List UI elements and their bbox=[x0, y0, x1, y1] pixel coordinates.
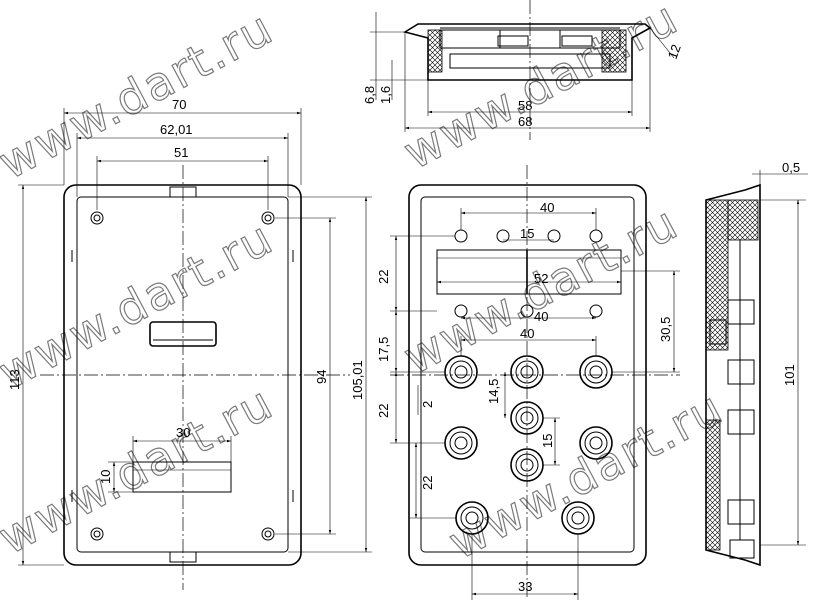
watermark-3: www.dart.ru bbox=[0, 210, 282, 400]
display-window bbox=[436, 249, 622, 295]
dim-bottom-span: 33 bbox=[518, 579, 532, 594]
bottom-slot bbox=[132, 461, 232, 493]
screw-hole-br bbox=[261, 527, 275, 541]
top-view: 58 68 6,8 1,6 12 bbox=[362, 0, 684, 140]
watermark-6: www.dart.ru bbox=[440, 380, 732, 570]
dim-top-h2: 1,6 bbox=[378, 86, 393, 104]
dim-height: 113 bbox=[7, 369, 22, 390]
dim-hole-height: 94 bbox=[314, 370, 329, 384]
key-6 bbox=[579, 426, 613, 460]
dim-inner-width: 62,01 bbox=[160, 122, 193, 137]
dim-side-thickness: 0,5 bbox=[782, 160, 800, 175]
dim-side-height: 101 bbox=[782, 364, 797, 386]
side-hatch-top bbox=[727, 199, 759, 241]
led-hole-1 bbox=[454, 229, 468, 243]
dim-slot-width: 30 bbox=[176, 425, 190, 440]
key-9 bbox=[561, 501, 595, 535]
keypad-inner-body bbox=[420, 196, 635, 553]
dim-top-w1: 58 bbox=[518, 98, 532, 113]
dim-display-width: 52 bbox=[534, 271, 548, 286]
side-hatch-lower bbox=[705, 419, 721, 551]
watermark-4: www.dart.ru bbox=[395, 195, 687, 385]
dim-v14-5: 14,5 bbox=[486, 379, 501, 404]
dim-top-h1: 6,8 bbox=[362, 86, 377, 104]
dim-key-span: 40 bbox=[520, 326, 534, 341]
dim-v22b: 22 bbox=[376, 404, 391, 418]
dim-v30-5: 30,5 bbox=[658, 317, 673, 342]
watermark-2: www.dart.ru bbox=[395, 0, 687, 180]
dim-top-w2: 68 bbox=[518, 114, 532, 129]
dim-v15: 15 bbox=[540, 434, 555, 448]
front-view: 70 62,01 51 113 105,01 94 30 10 bbox=[7, 97, 372, 590]
key-5 bbox=[444, 426, 478, 460]
keypad-view: 40 15 52 40 40 22 17,5 22 2 22 14,5 bbox=[376, 165, 680, 600]
top-view-hatch-left bbox=[427, 29, 443, 73]
side-hatch-upper bbox=[705, 199, 729, 351]
dim-small-span: 15 bbox=[520, 226, 534, 241]
dim-slot-height: 10 bbox=[98, 470, 113, 484]
dim-v17-5: 17,5 bbox=[376, 337, 391, 362]
key-3 bbox=[579, 355, 613, 389]
top-view-hatch-right bbox=[601, 29, 627, 73]
dim-v2: 2 bbox=[420, 401, 435, 408]
dim-top-span: 40 bbox=[540, 200, 554, 215]
dim-v22c: 22 bbox=[420, 476, 435, 490]
dim-inner-height: 105,01 bbox=[350, 360, 365, 400]
dim-top-d1: 12 bbox=[665, 42, 684, 61]
dim-overall-width: 70 bbox=[172, 97, 186, 112]
led-hole-3 bbox=[547, 229, 561, 243]
screw-hole-bl bbox=[90, 527, 104, 541]
side-view: 0,5 101 bbox=[705, 160, 808, 567]
screw-hole-tr bbox=[261, 211, 275, 225]
dim-mid-span: 40 bbox=[534, 309, 548, 324]
led-hole-2 bbox=[496, 229, 510, 243]
key-1 bbox=[444, 355, 478, 389]
dim-hole-spacing: 51 bbox=[174, 145, 188, 160]
dim-v22a: 22 bbox=[376, 270, 391, 284]
led-hole-7 bbox=[589, 304, 603, 318]
screw-hole-tl bbox=[90, 211, 104, 225]
